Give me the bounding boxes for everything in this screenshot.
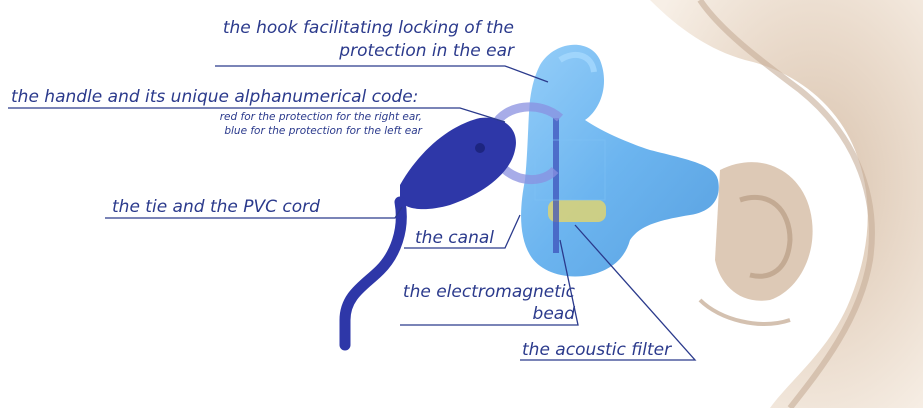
handle-sublabel-right: red for the protection for the right ear…: [150, 111, 422, 123]
electromagnetic-bead-shape: [553, 118, 559, 253]
hook-label-line1: the hook facilitating locking of the: [214, 18, 514, 38]
hook-label: the hook facilitating locking of the pro…: [214, 18, 514, 61]
handle-sublabel-left: blue for the protection for the left ear: [150, 125, 422, 137]
tie-label: the tie and the PVC cord: [112, 197, 320, 217]
handle-sublabel: red for the protection for the right ear…: [150, 111, 422, 137]
canal-label: the canal: [415, 228, 494, 248]
bead-label: the electromagnetic bead: [380, 282, 575, 324]
bead-label-line2: bead: [380, 304, 575, 324]
earplug-body: [521, 45, 719, 277]
hook-label-line2: protection in the ear: [214, 41, 514, 61]
bead-label-line1: the electromagnetic: [380, 282, 575, 302]
filter-label: the acoustic filter: [522, 340, 671, 360]
handle-label: the handle and its unique alphanumerical…: [11, 87, 418, 107]
